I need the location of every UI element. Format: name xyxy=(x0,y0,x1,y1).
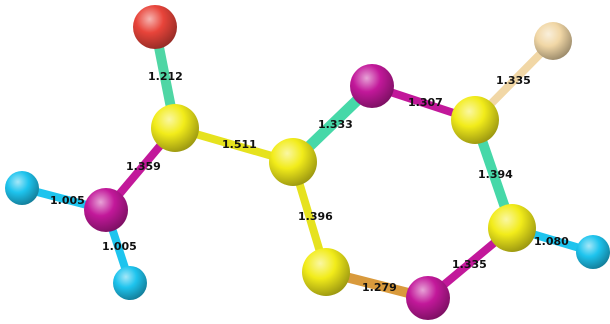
atoms-layer xyxy=(5,5,610,320)
bond-label-c1-n1: 1.359 xyxy=(126,160,161,173)
atom-fluorine-f1 xyxy=(534,22,572,60)
atom-oxygen-o1 xyxy=(133,5,177,49)
bond-length-labels: 1.212 1.511 1.359 1.005 1.005 1.333 1.30… xyxy=(50,70,569,294)
atom-nitrogen-n3 xyxy=(406,276,450,320)
bond-label-s1-n3: 1.279 xyxy=(362,281,397,294)
bond-label-n1-h1: 1.005 xyxy=(50,194,85,207)
bond-label-c4-n3: 1.335 xyxy=(452,258,487,271)
bond-label-n2-c3: 1.307 xyxy=(408,96,443,109)
bond-label-c3-c4: 1.394 xyxy=(478,168,513,181)
atom-nitrogen-n2 xyxy=(350,64,394,108)
bond-label-c1-c2: 1.511 xyxy=(222,138,257,151)
bond-label-c2-n2: 1.333 xyxy=(318,118,353,131)
bond-label-c2-s1: 1.396 xyxy=(298,210,333,223)
atom-carbon-c1 xyxy=(151,104,199,152)
atom-carbon-c3 xyxy=(451,96,499,144)
atom-carbon-c4 xyxy=(488,204,536,252)
bond-label-n1-h2: 1.005 xyxy=(102,240,137,253)
bond-label-c4-h3: 1.080 xyxy=(534,235,569,248)
atom-hydrogen-h3 xyxy=(576,235,610,269)
atom-carbon-s1 xyxy=(302,248,350,296)
atom-carbon-c2 xyxy=(269,138,317,186)
bond-label-c3-f1: 1.335 xyxy=(496,74,531,87)
atom-nitrogen-n1 xyxy=(84,188,128,232)
atom-hydrogen-h1 xyxy=(5,171,39,205)
atom-hydrogen-h2 xyxy=(113,266,147,300)
bond-label-o1-c1: 1.212 xyxy=(148,70,183,83)
